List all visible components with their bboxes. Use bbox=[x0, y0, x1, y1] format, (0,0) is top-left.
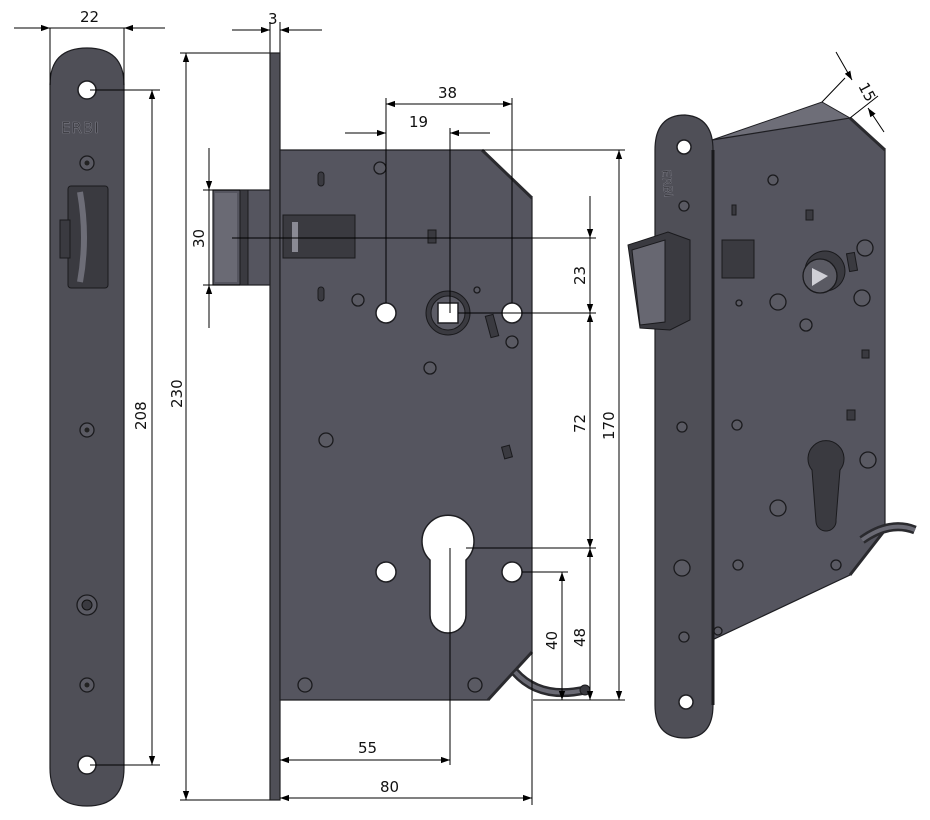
dim-label-spindle-to-cylinder: 72 bbox=[571, 414, 589, 433]
dim-hole-spacing: 38 bbox=[385, 84, 513, 303]
dim-spindle-to-cylinder: 72 bbox=[571, 313, 594, 548]
dim-screw-spacing: 208 bbox=[90, 89, 160, 766]
dim-label-faceplate-width: 22 bbox=[80, 8, 99, 26]
dim-label-cylinder-to-bottom: 48 bbox=[571, 628, 589, 647]
dim-label-cylinder-to-bottom-hole: 40 bbox=[543, 631, 561, 650]
dim-label-total-height: 230 bbox=[168, 379, 186, 408]
brand-label: ERBI bbox=[61, 119, 100, 137]
dim-latch-height: 30 bbox=[190, 148, 240, 328]
brand-label-3d: ERBI bbox=[659, 169, 675, 198]
dim-cylinder-to-bottom-hole: 40 bbox=[543, 572, 566, 700]
dim-label-spindle-to-hole: 19 bbox=[409, 113, 428, 131]
dim-label-body-height: 170 bbox=[600, 411, 618, 440]
dim-body-depth: 80 bbox=[280, 652, 533, 805]
dim-spindle-to-hole: 19 bbox=[345, 113, 490, 313]
lock-3d-view: ERBI bbox=[627, 101, 917, 739]
dim-cylinder-to-bottom: 48 bbox=[571, 548, 594, 700]
lock-body-side-view bbox=[279, 148, 591, 702]
dim-label-body-depth: 80 bbox=[380, 778, 399, 796]
dim-label-3d-width: 15 bbox=[854, 79, 879, 104]
dim-spindle-to-top: 23 bbox=[571, 196, 594, 313]
dim-faceplate-width: 22 bbox=[14, 8, 165, 85]
dim-label-spindle-to-top: 23 bbox=[571, 266, 589, 285]
dim-label-screw-spacing: 208 bbox=[132, 401, 150, 430]
faceplate-front-view: ERBI bbox=[49, 47, 125, 807]
dim-total-height: 230 bbox=[168, 52, 270, 801]
dim-body-height: 170 bbox=[600, 150, 623, 700]
dim-label-hole-spacing: 38 bbox=[438, 84, 457, 102]
dim-label-latch-height: 30 bbox=[190, 229, 208, 248]
dim-backset: 55 bbox=[280, 548, 451, 765]
faceplate-side bbox=[269, 52, 281, 801]
dim-label-backset: 55 bbox=[358, 739, 377, 757]
dim-faceplate-thickness: 3 bbox=[232, 10, 322, 53]
dim-label-faceplate-thickness: 3 bbox=[268, 10, 278, 28]
